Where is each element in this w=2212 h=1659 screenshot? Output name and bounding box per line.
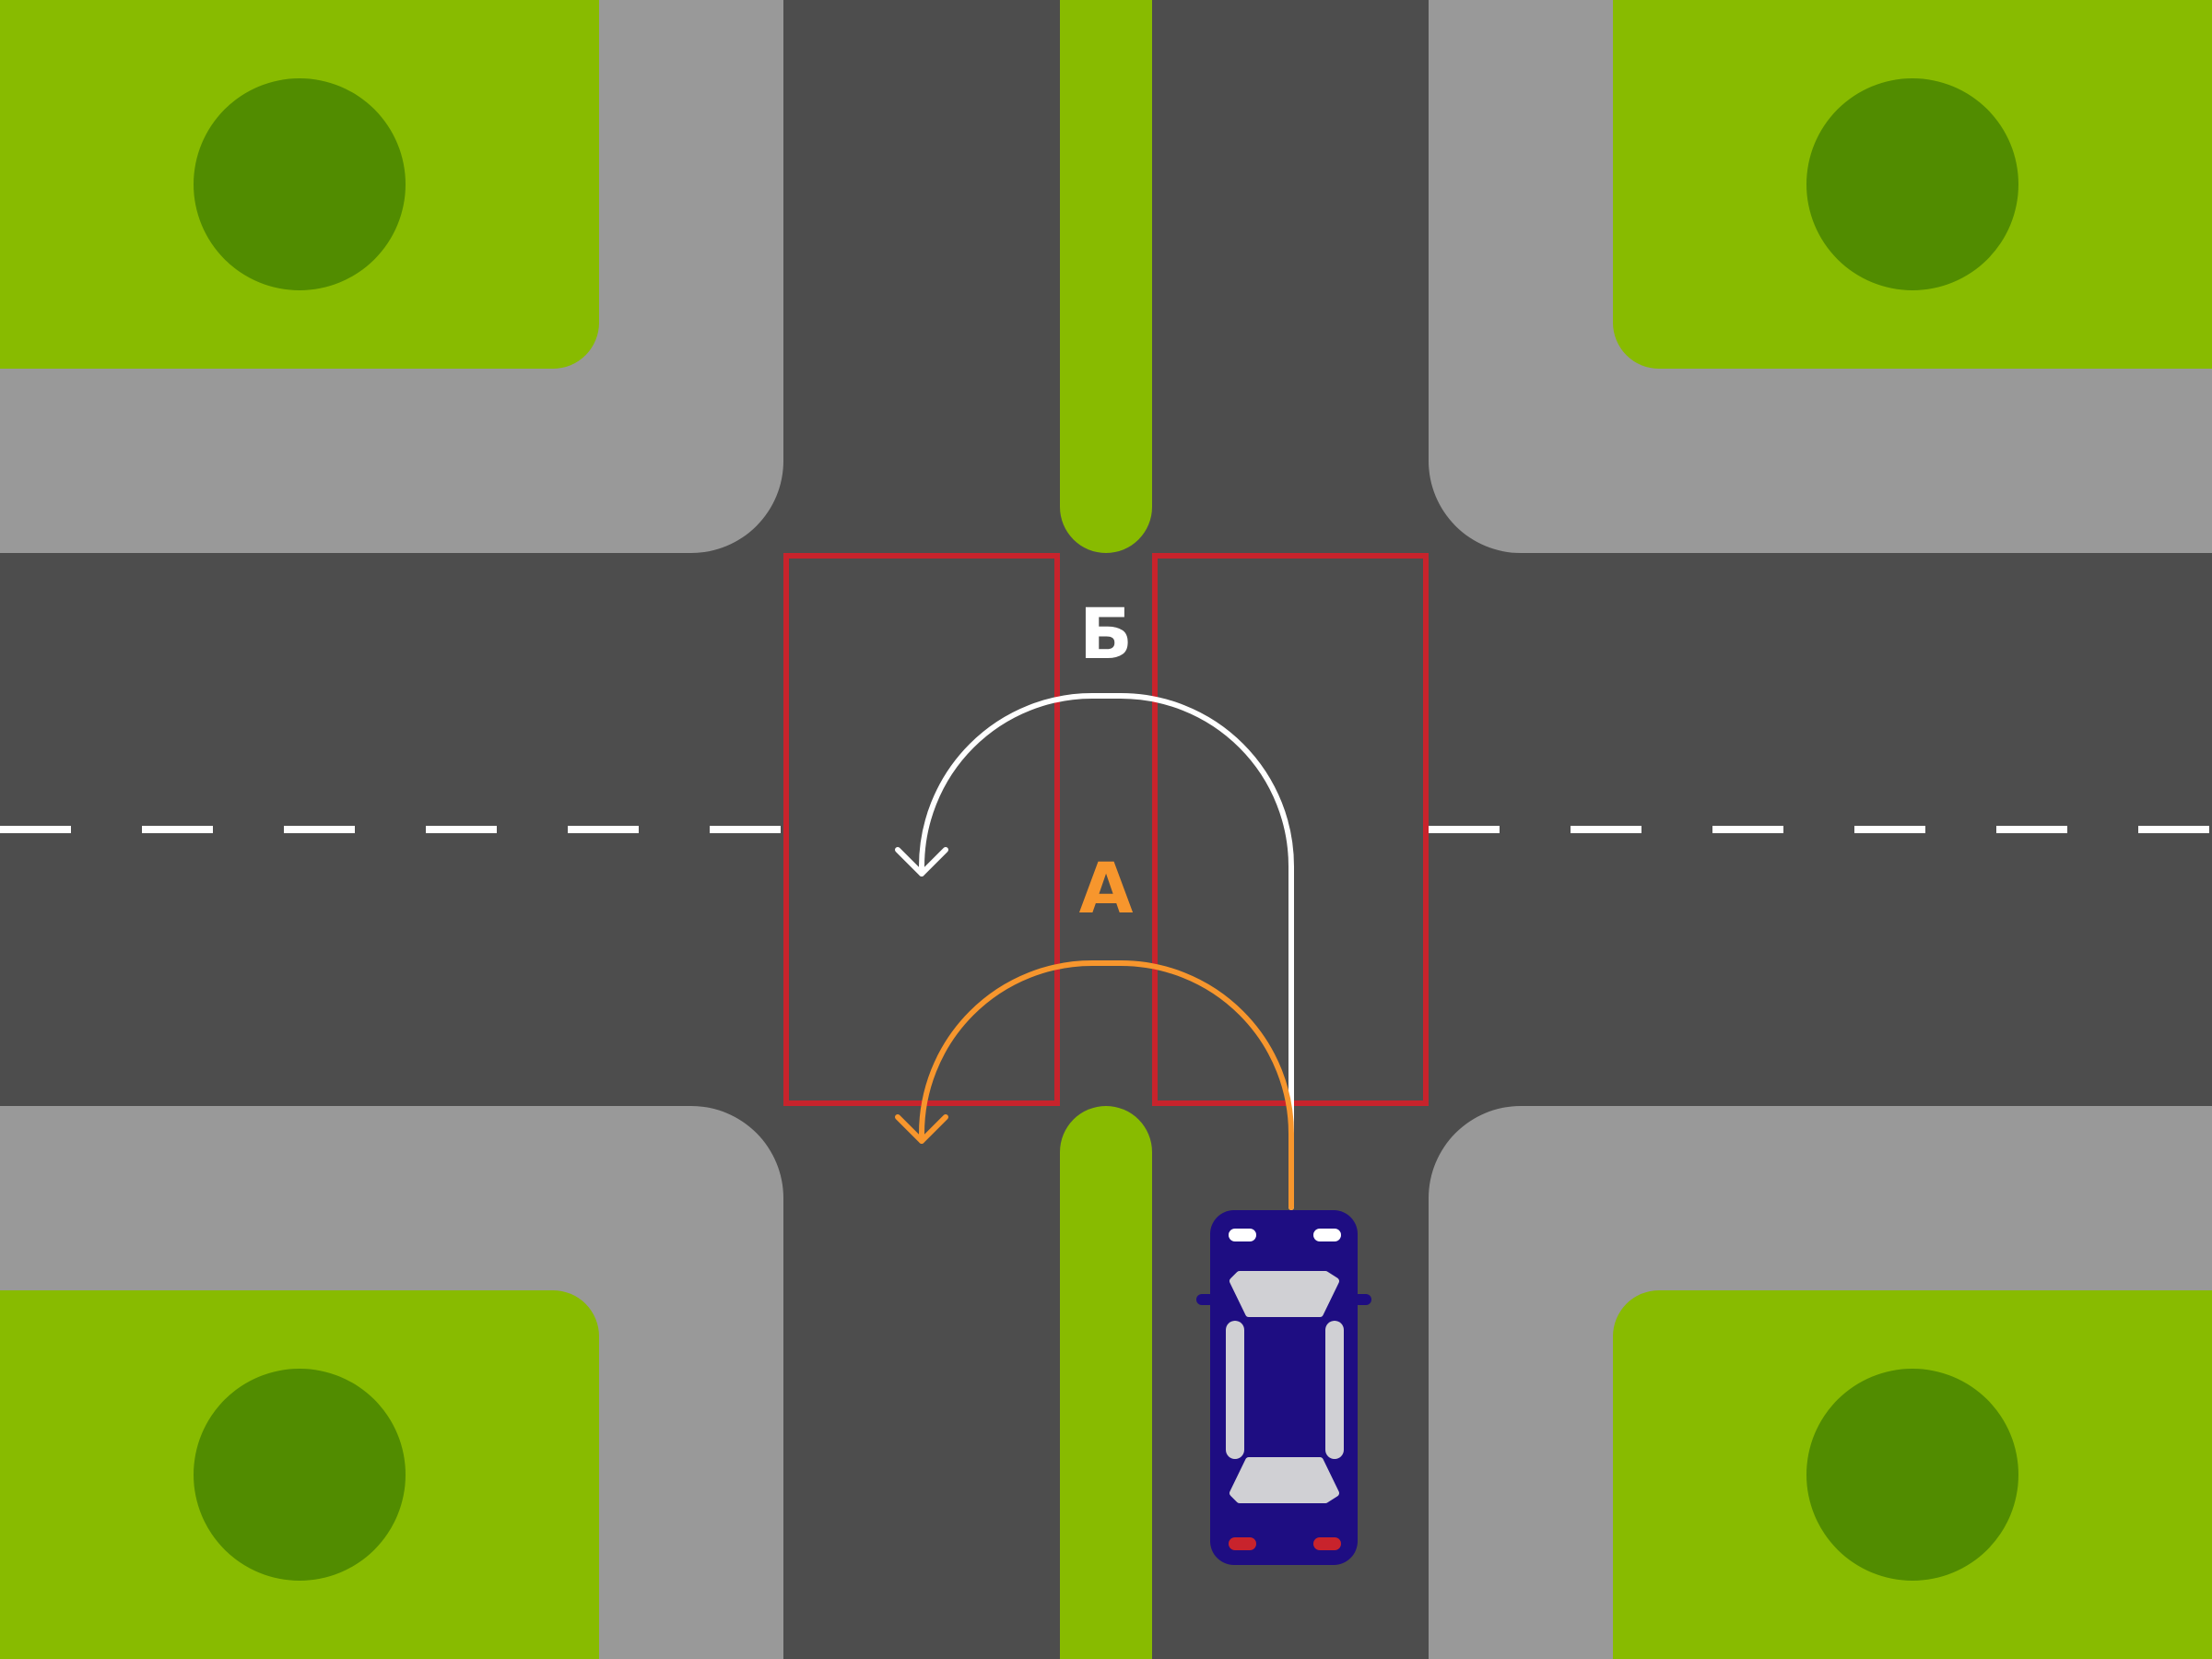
car-top-view-icon bbox=[1196, 1210, 1371, 1565]
median-islands bbox=[1060, 0, 1152, 1659]
tree-top-left bbox=[194, 78, 406, 290]
rear-window bbox=[1230, 1457, 1339, 1503]
windshield bbox=[1230, 1271, 1339, 1317]
side-window-left bbox=[1226, 1321, 1244, 1459]
route-a-label: А bbox=[1079, 847, 1134, 929]
trees bbox=[194, 78, 2018, 1581]
tree-bottom-left bbox=[194, 1369, 406, 1581]
route-a bbox=[895, 960, 1294, 1210]
taillight-left bbox=[1229, 1537, 1256, 1550]
tree-bottom-right bbox=[1806, 1369, 2018, 1581]
arrow-head-icon bbox=[895, 1114, 948, 1144]
taillight-right bbox=[1313, 1537, 1341, 1550]
median-top bbox=[1060, 0, 1152, 553]
route-b-label: Б bbox=[1079, 593, 1133, 675]
median-bottom bbox=[1060, 1106, 1152, 1659]
route-b bbox=[895, 693, 1294, 1210]
headlight-right bbox=[1313, 1229, 1341, 1241]
headlight-left bbox=[1229, 1229, 1256, 1241]
route-a-path bbox=[919, 960, 1294, 1210]
tree-top-right bbox=[1806, 78, 2018, 290]
arrow-head-icon bbox=[895, 847, 948, 877]
side-window-right bbox=[1325, 1321, 1344, 1459]
route-b-path bbox=[919, 693, 1294, 1210]
